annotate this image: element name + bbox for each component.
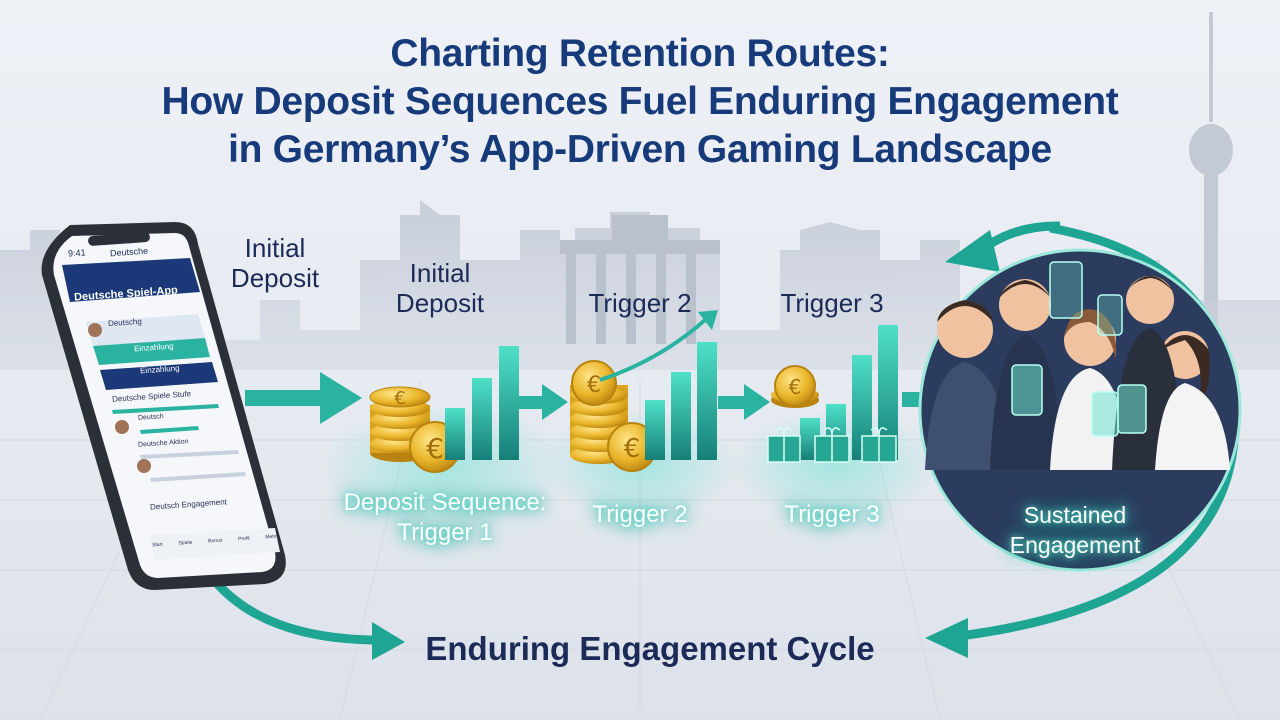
phone-nav-bonus[interactable]: Bonus xyxy=(208,537,223,545)
cycle-arrow-right-head xyxy=(925,618,968,658)
label-trigger-2-top: Trigger 2 xyxy=(588,288,692,318)
title-line-3: in Germany’s App-Driven Gaming Landscape xyxy=(228,128,1052,171)
svg-text:€: € xyxy=(426,432,444,465)
bar-group-2 xyxy=(645,342,717,460)
label-trigger-3-bottom: Trigger 3 xyxy=(784,501,880,528)
flow-arrow-2 xyxy=(518,384,568,420)
cycle-arrow-left-head xyxy=(372,622,405,660)
svg-text:€: € xyxy=(394,388,405,409)
page-title: Charting Retention Routes: How Deposit S… xyxy=(0,30,1280,174)
svg-text:€: € xyxy=(789,375,802,399)
phone-nav-start[interactable]: Start xyxy=(151,541,163,549)
title-line-1: Charting Retention Routes: xyxy=(390,32,890,75)
flow-arrow-1 xyxy=(245,372,362,424)
cycle-arrow-top xyxy=(972,221,1061,259)
svg-text:€: € xyxy=(587,373,601,398)
label-trigger-2-bottom: Trigger 2 xyxy=(592,501,688,528)
title-line-2: How Deposit Sequences Fuel Enduring Enga… xyxy=(161,80,1119,123)
cycle-arrow-top-head xyxy=(945,230,1000,272)
label-initial-deposit-a: Initial Deposit xyxy=(230,233,320,293)
flow-arrow-3 xyxy=(718,384,770,420)
phone-nav-mehr[interactable]: Mehr xyxy=(265,533,278,541)
gift-boxes xyxy=(767,427,897,463)
label-sustained-engagement: Sustained Engagement xyxy=(1009,502,1141,558)
cycle-arrow-left xyxy=(206,572,381,645)
growth-arrow xyxy=(599,310,718,382)
phone-nav-profil[interactable]: Profil xyxy=(238,535,250,543)
phone-time: 9:41 xyxy=(67,247,86,259)
label-engagement-cycle: Enduring Engagement Cycle xyxy=(425,630,875,667)
label-trigger-3-top: Trigger 3 xyxy=(780,288,884,318)
svg-text:€: € xyxy=(624,434,641,464)
phone-nav-spiele[interactable]: Spiele xyxy=(178,539,193,547)
label-initial-deposit-b: Initial Deposit xyxy=(395,258,485,318)
phone-device xyxy=(41,222,286,590)
bar-group-1 xyxy=(445,346,519,460)
label-deposit-sequence: Deposit Sequence: Trigger 1 xyxy=(343,489,547,546)
sustained-engagement-illustration xyxy=(918,248,1242,572)
coin-stack-2: € € xyxy=(570,360,657,472)
coin-3: € xyxy=(771,365,819,408)
bar-group-3 xyxy=(800,325,898,460)
